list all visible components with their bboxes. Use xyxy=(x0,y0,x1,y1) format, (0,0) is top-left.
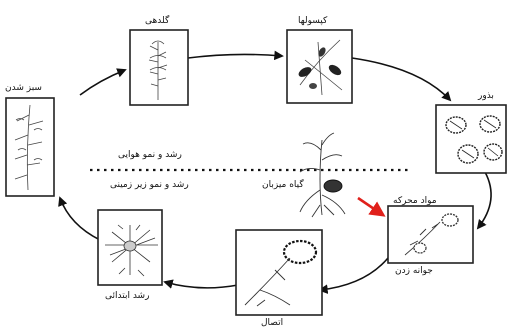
flowering-plant-illustration xyxy=(148,40,168,100)
arrow-germination-to-attachment xyxy=(318,257,389,294)
stage-label-early-growth: رشد ابتدائی xyxy=(105,291,150,301)
emerged-shoot-illustration xyxy=(14,104,44,191)
stage-box-early-growth xyxy=(97,209,163,286)
arrow-seeds-to-germination xyxy=(476,171,492,230)
host-plant-label: گیاه میزبان xyxy=(262,180,304,190)
stage-label-attachment: اتصال xyxy=(261,318,284,328)
arrow-flowering-to-capsules xyxy=(187,50,284,61)
arrow-early-growth-to-emergence xyxy=(58,196,101,241)
stage-label-emergence: سبز شدن xyxy=(5,83,42,93)
seed-capsules-illustration xyxy=(298,39,343,96)
host-plant-illustration xyxy=(299,132,346,218)
stage-label-flowering: گلدهی xyxy=(145,16,170,26)
aboveground-growth-label: رشد و نمو هوایی xyxy=(118,150,182,160)
stage-label-germination: جوانه زدن xyxy=(395,266,433,276)
tubercle-growth-illustration xyxy=(105,224,158,277)
stage-box-emergence xyxy=(5,97,55,197)
stage-box-flowering xyxy=(129,29,189,106)
stage-box-germination xyxy=(387,205,474,264)
stage-label-capsules: کپسولها xyxy=(298,16,328,26)
arrow-attachment-to-early-growth xyxy=(163,279,239,289)
haustorium-attachment-illustration xyxy=(244,239,318,307)
stage-box-attachment xyxy=(235,229,323,316)
host-root-tubercle xyxy=(323,179,343,193)
stage-box-seeds xyxy=(435,104,507,174)
arrow-emergence-to-flowering xyxy=(79,68,127,96)
stimulant-red-arrow xyxy=(357,196,386,217)
germinating-seed-illustration xyxy=(404,213,459,256)
stimulant-label: مواد محرکه xyxy=(393,196,437,206)
underground-growth-label: رشد و نمو زیر زمینی xyxy=(110,180,189,190)
cycle-arrows xyxy=(58,50,492,294)
stage-label-seeds: بذور xyxy=(478,91,494,101)
arrow-capsules-to-seeds xyxy=(351,57,452,102)
seeds-illustration xyxy=(445,115,503,164)
stage-box-capsules xyxy=(286,29,353,104)
